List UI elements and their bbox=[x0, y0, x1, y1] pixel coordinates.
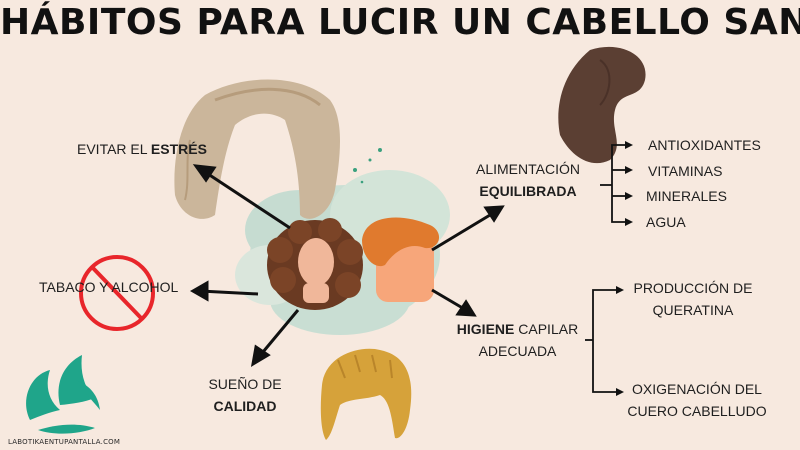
blonde-hair-icon bbox=[320, 348, 412, 440]
label-stress: EVITAR EL ESTRÉS bbox=[77, 138, 207, 160]
arrows bbox=[189, 164, 505, 367]
page-title: HÁBITOS PARA LUCIR UN CABELLO SANO bbox=[0, 2, 800, 43]
label-diet-line1: ALIMENTACIÓN bbox=[476, 161, 580, 177]
orange-hair-boy-icon bbox=[362, 217, 440, 302]
label-diet: ALIMENTACIÓN EQUILIBRADA bbox=[466, 158, 590, 202]
label-hygiene: HIGIENE CAPILAR ADECUADA bbox=[450, 318, 585, 362]
label-diet-bold: EQUILIBRADA bbox=[479, 183, 577, 199]
hygiene-bracket bbox=[585, 289, 618, 393]
hygiene-item-line1: PRODUCCIÓN DE bbox=[633, 280, 753, 296]
diet-item: AGUA bbox=[646, 214, 686, 230]
diet-item: ANTIOXIDANTES bbox=[648, 137, 761, 153]
footer-url: LABOTIKAENTUPANTALLA.COM bbox=[8, 438, 121, 446]
label-sleep-bold: CALIDAD bbox=[213, 398, 277, 414]
label-tobacco: TABACO Y ALCOHOL bbox=[39, 279, 179, 295]
label-sleep-line1: SUEÑO DE bbox=[208, 376, 282, 392]
hygiene-item: PRODUCCIÓN DE QUERATINA bbox=[623, 277, 763, 321]
label-hygiene-line2: ADECUADA bbox=[478, 343, 557, 359]
brown-hair-icon bbox=[558, 46, 646, 164]
label-hygiene-line1: HIGIENE CAPILAR bbox=[456, 321, 579, 337]
splash-dots bbox=[353, 148, 382, 184]
hygiene-item-line2: QUERATINA bbox=[652, 302, 734, 318]
curly-hair-woman-icon bbox=[267, 218, 363, 310]
hygiene-item: OXIGENACIÓN DEL CUERO CABELLUDO bbox=[618, 378, 776, 422]
hygiene-arrowheads bbox=[616, 286, 624, 396]
diet-item: MINERALES bbox=[646, 188, 727, 204]
hygiene-item-line1: OXIGENACIÓN DEL bbox=[632, 381, 762, 397]
label-stress-bold: ESTRÉS bbox=[150, 141, 207, 157]
hygiene-item-line2: CUERO CABELLUDO bbox=[627, 403, 767, 419]
diet-item: VITAMINAS bbox=[648, 163, 723, 179]
label-stress-text: EVITAR EL bbox=[77, 141, 151, 157]
prohibited-sign-icon bbox=[79, 255, 155, 331]
label-sleep: SUEÑO DE CALIDAD bbox=[190, 373, 300, 417]
beige-hair-icon bbox=[174, 79, 340, 219]
diet-arrowheads bbox=[625, 141, 633, 226]
brand-logo-icon bbox=[26, 355, 100, 434]
